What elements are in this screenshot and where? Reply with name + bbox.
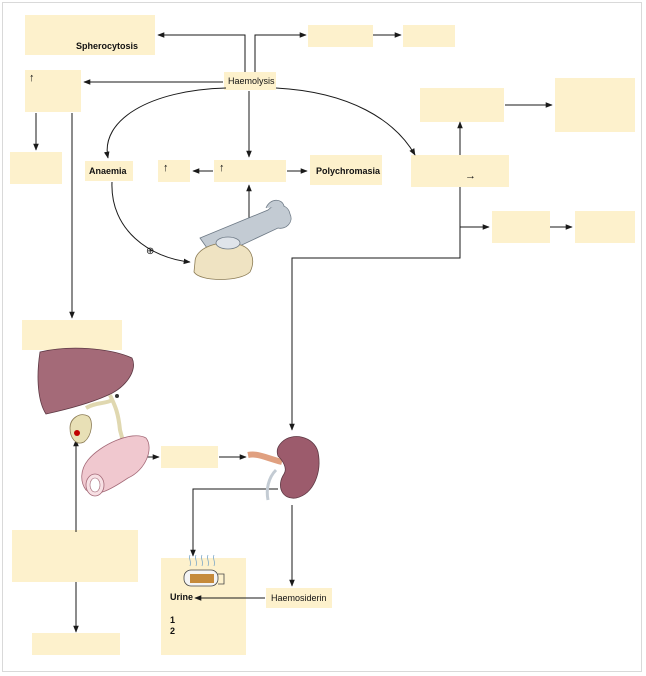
right-mid-box [411, 155, 509, 187]
left-upper-box [25, 70, 81, 112]
urine-item-1: 1 [170, 615, 176, 625]
haemosiderin-label: Haemosiderin [271, 593, 327, 603]
arrow-anaemia-to-marrow [111, 181, 191, 265]
gall-bladder-illustration [69, 398, 114, 444]
haemolysis-box [224, 72, 276, 90]
urine-label: Urine [170, 592, 194, 602]
left-lower-box [12, 530, 138, 582]
mid-small-box [158, 160, 190, 182]
liver-illustration [37, 347, 134, 446]
mid-arrow-glyph: ↑ [219, 162, 225, 174]
arrow-to-anaemia [103, 87, 227, 159]
right-lower-box-1 [492, 211, 550, 243]
anaemia-label: Anaemia [89, 166, 127, 176]
bottom-left-box [32, 633, 120, 655]
arrow-to-top-box-1 [254, 32, 307, 72]
top-box-1 [308, 25, 373, 47]
mid-box [214, 160, 286, 182]
arrow-to-spherocytosis [157, 32, 246, 72]
haemosiderin-box [266, 588, 332, 608]
plus-sign: ⊕ [146, 246, 155, 257]
anaemia-box [85, 161, 133, 181]
urine-item-2: 2 [170, 626, 176, 636]
right-upper-box [420, 88, 504, 122]
polychromasia-label: Polychromasia [316, 166, 381, 176]
arrow-kidney-to-urine [190, 488, 278, 557]
bone-marrow-illustration [193, 199, 292, 280]
left-small-box [10, 152, 62, 184]
kidney-illustration [247, 436, 320, 501]
mid-small-arrow-glyph: ↑ [163, 162, 169, 174]
right-far-box [555, 78, 635, 132]
spherocytosis-box [25, 15, 155, 55]
arrow-to-right-mid-box [275, 87, 416, 156]
left-upper-arrow-glyph: ↑ [29, 72, 35, 84]
right-mid-arrow-glyph: → [465, 170, 476, 182]
top-box-2 [403, 25, 455, 47]
liver-label-box [22, 320, 122, 350]
intestine-output-box [161, 446, 218, 468]
arrow-to-kidney [289, 187, 461, 431]
haemolysis-label: Haemolysis [228, 76, 275, 86]
polychromasia-box [310, 155, 382, 185]
spherocytosis-label: Spherocytosis [76, 41, 139, 51]
right-lower-box-2 [575, 211, 635, 243]
intestine-illustration [81, 435, 150, 497]
urine-tube-icon [183, 554, 225, 587]
